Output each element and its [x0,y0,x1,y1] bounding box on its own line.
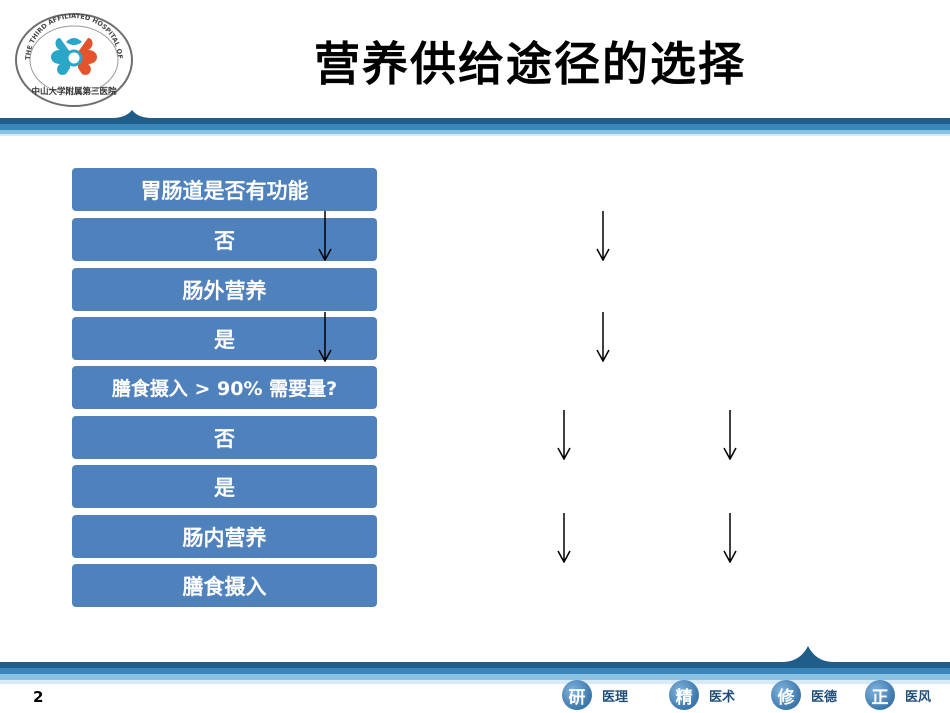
motto-text: 医理 [602,689,629,705]
box-diet-intake-question: 膳食摄入 > 90% 需要量? [72,366,377,409]
down-arrow-icon [557,410,571,460]
motto-item: 精 医术 [669,678,735,712]
down-arrow-icon [723,410,737,460]
page-number: 2 [33,688,44,706]
motto-char-badge: 正 [865,680,895,710]
down-arrow-icon [723,513,737,563]
box-no-1: 否 [72,218,377,261]
down-arrow-icon [318,312,332,362]
motto-text: 医风 [905,689,932,705]
motto-item: 修 医德 [771,678,837,712]
motto-char-badge: 精 [669,680,699,710]
motto-text: 医德 [811,689,838,705]
motto-item: 研 医理 [562,678,628,712]
box-gi-function: 胃肠道是否有功能 [72,168,377,211]
down-arrow-icon [557,513,571,563]
logo-center-text: 中山大学附属第三医院 [31,86,117,97]
motto-char-badge: 修 [771,680,801,710]
hospital-logo: THE THIRD AFFILIATED HOSPITAL OF SUN YAT… [10,8,133,107]
box-diet-intake: 膳食摄入 [72,564,377,607]
box-no-2: 否 [72,416,377,459]
box-yes-2: 是 [72,465,377,508]
down-arrow-icon [596,312,610,362]
slide-title: 营养供给途径的选择 [314,37,746,91]
bottom-decorative-band [0,646,950,684]
motto-char-badge: 研 [562,680,592,710]
box-yes-1: 是 [72,317,377,360]
top-decorative-band [0,110,950,136]
motto-item: 正 医风 [865,678,931,712]
box-parenteral-nutrition: 肠外营养 [72,268,377,311]
motto-text: 医术 [709,689,736,705]
down-arrow-icon [318,211,332,261]
down-arrow-icon [596,211,610,261]
box-enteral-nutrition: 肠内营养 [72,515,377,558]
